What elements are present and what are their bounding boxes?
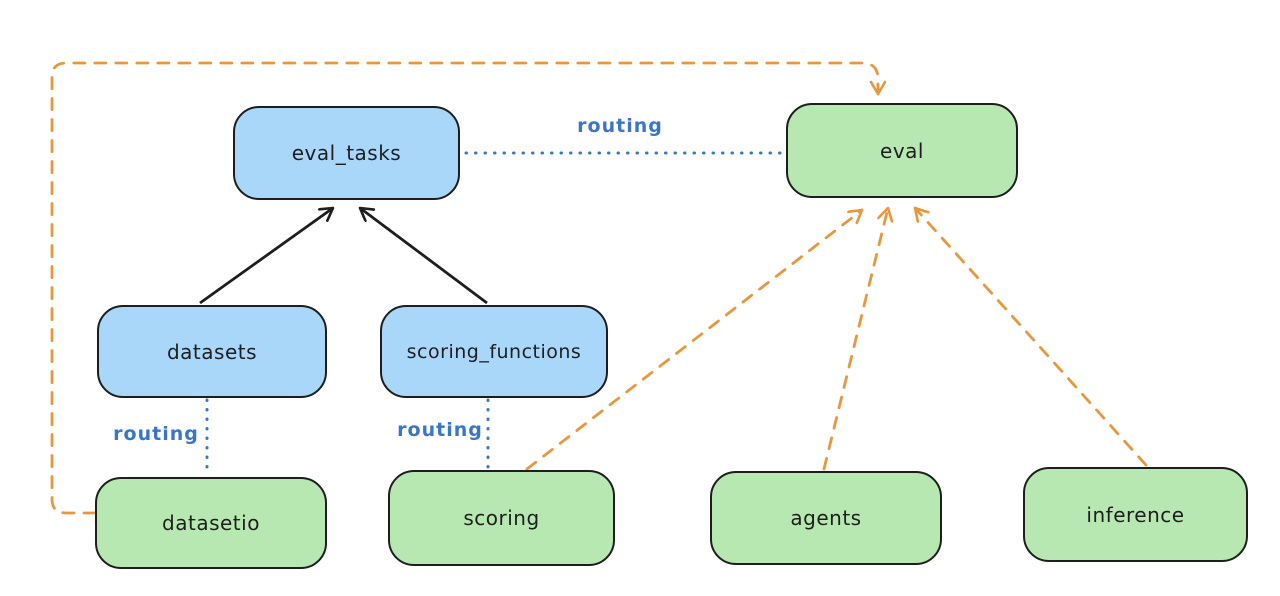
node-inference: inference <box>1023 467 1248 562</box>
edge-scoring-eval <box>525 208 864 471</box>
edge-scoringfunctions-evaltasks <box>360 208 488 305</box>
node-scoring: scoring <box>388 470 615 566</box>
edge-datasetio-eval <box>50 61 878 515</box>
node-agents-label: agents <box>790 506 862 530</box>
node-inference-label: inference <box>1086 502 1185 527</box>
edge-label-routing-scoringfunctions-scoring: routing <box>397 419 483 441</box>
node-scoring-functions-label: scoring_functions <box>406 340 582 363</box>
node-agents: agents <box>710 471 942 565</box>
edge-datasets-evaltasks <box>199 208 333 305</box>
node-scoring-label: scoring <box>463 506 540 530</box>
edge-label-routing-evaltasks-eval: routing <box>577 115 663 137</box>
node-datasetio: datasetio <box>95 477 327 569</box>
node-eval-tasks: eval_tasks <box>233 106 460 200</box>
node-scoring-functions: scoring_functions <box>380 305 608 398</box>
edge-inference-eval <box>913 206 1148 467</box>
node-eval: eval <box>786 103 1018 198</box>
node-eval-tasks-label: eval_tasks <box>291 141 402 165</box>
node-datasets: datasets <box>97 305 327 398</box>
edge-label-routing-datasets-datasetio: routing <box>113 423 199 445</box>
node-eval-label: eval <box>880 138 924 163</box>
node-datasets-label: datasets <box>166 339 258 364</box>
node-datasetio-label: datasetio <box>162 511 260 535</box>
edge-agents-eval <box>822 206 888 471</box>
